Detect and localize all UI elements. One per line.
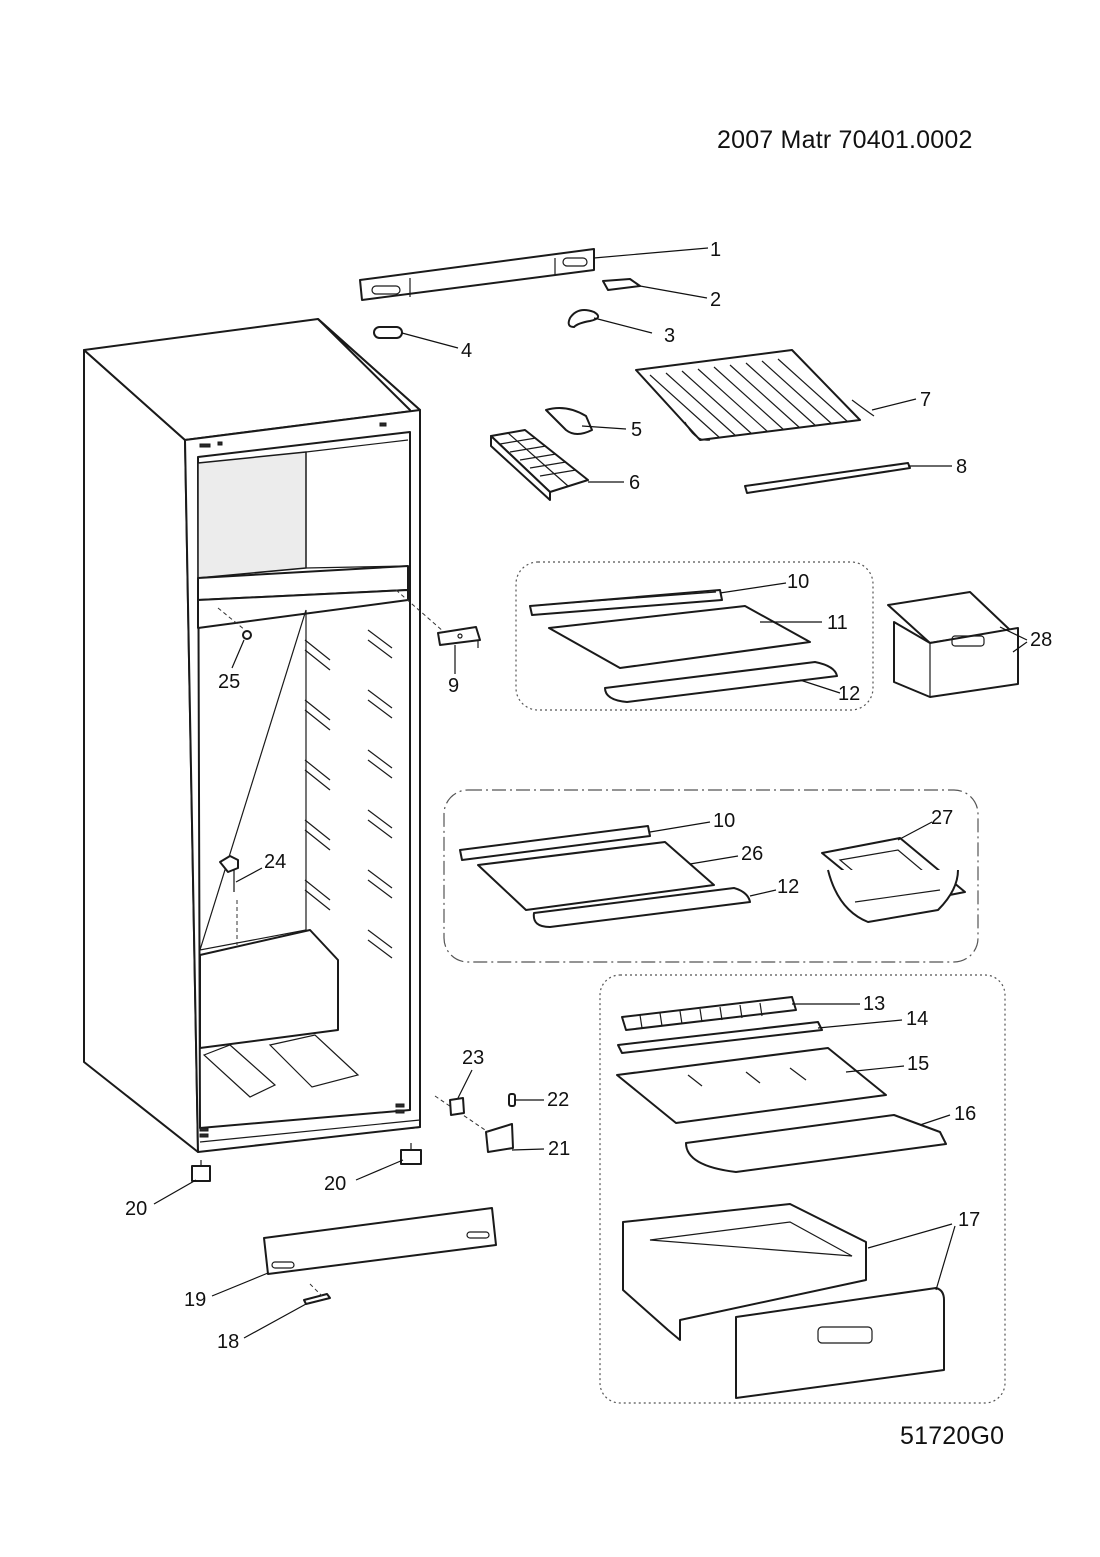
part-8-shelf-rail [744,462,911,494]
part-2-clip [602,278,641,291]
callout-20-left: 20 [125,1198,147,1220]
part-23-hinge-plate [449,1097,465,1116]
shelf-group-box-upper [515,561,874,711]
callout-15: 15 [907,1053,929,1075]
callout-26: 26 [741,843,763,865]
part-28-dairy-box [887,591,1019,698]
callout-10-lower: 10 [713,810,735,832]
leader-lines [153,247,1028,1339]
crisper-group-box [599,974,1006,1404]
part-27-egg-holder [821,837,966,923]
callout-11: 11 [827,612,848,634]
callout-18: 18 [217,1331,239,1353]
part-17-crisper-drawer [622,1203,945,1399]
callout-25: 25 [218,671,240,693]
callout-8: 8 [956,456,967,478]
drawing-code: 51720G0 [900,1422,1005,1450]
part-9-bracket [437,626,481,648]
callout-2: 2 [710,289,721,311]
callout-6: 6 [629,472,640,494]
part-12-shelf-front-upper [604,661,838,703]
part-11-glass-shelf [548,605,811,669]
part-6-ice-tray [490,429,589,501]
callout-28: 28 [1030,629,1052,651]
part-1-hinge-cover [359,248,595,301]
callout-17: 17 [958,1209,980,1231]
callout-4: 4 [461,340,472,362]
part-22-pin [508,1093,516,1107]
callout-13: 13 [863,993,885,1015]
part-14-crisper-rail [617,1021,823,1054]
model-code: 2007 Matr 70401.0002 [717,126,973,154]
part-18-clip [303,1283,331,1305]
part-12-shelf-front-lower [532,887,751,928]
callout-7: 7 [920,389,931,411]
part-3-plug [567,309,600,328]
callout-22: 22 [547,1089,569,1111]
callout-5: 5 [631,419,642,441]
callout-12-upper: 12 [838,683,860,705]
callout-14: 14 [906,1008,928,1030]
callout-27: 27 [931,807,953,829]
part-15-crisper-glass [616,1047,887,1124]
refrigerator-cabinet [83,318,421,1153]
part-13-crisper-vent [621,996,797,1031]
part-19-kickplate [263,1207,497,1275]
part-7-wire-shelf [635,349,875,441]
part-10-shelf-trim-upper [529,589,723,616]
part-4-plug [373,326,403,339]
callout-20-right: 20 [324,1173,346,1195]
part-20-foot-left [191,1160,211,1182]
shelf-group-box-lower [443,789,979,963]
part-24-thermostat-knob [219,855,239,945]
callout-19: 19 [184,1289,206,1311]
callout-12-lower: 12 [777,876,799,898]
part-20-foot-right [400,1143,422,1165]
part-16-crisper-frame [685,1114,947,1173]
callout-9: 9 [448,675,459,697]
part-10-shelf-trim-lower [459,825,651,861]
part-5-egg-tray [545,407,593,435]
part-25-screw [217,607,252,640]
callout-1: 1 [710,239,721,261]
callout-24: 24 [264,851,286,873]
callout-10-upper: 10 [787,571,809,593]
callout-16: 16 [954,1103,976,1125]
callout-3: 3 [664,325,675,347]
callout-23: 23 [462,1047,484,1069]
part-21-lower-hinge [434,1095,514,1153]
part-26-glass-shelf [477,841,715,911]
callout-21: 21 [548,1138,570,1160]
